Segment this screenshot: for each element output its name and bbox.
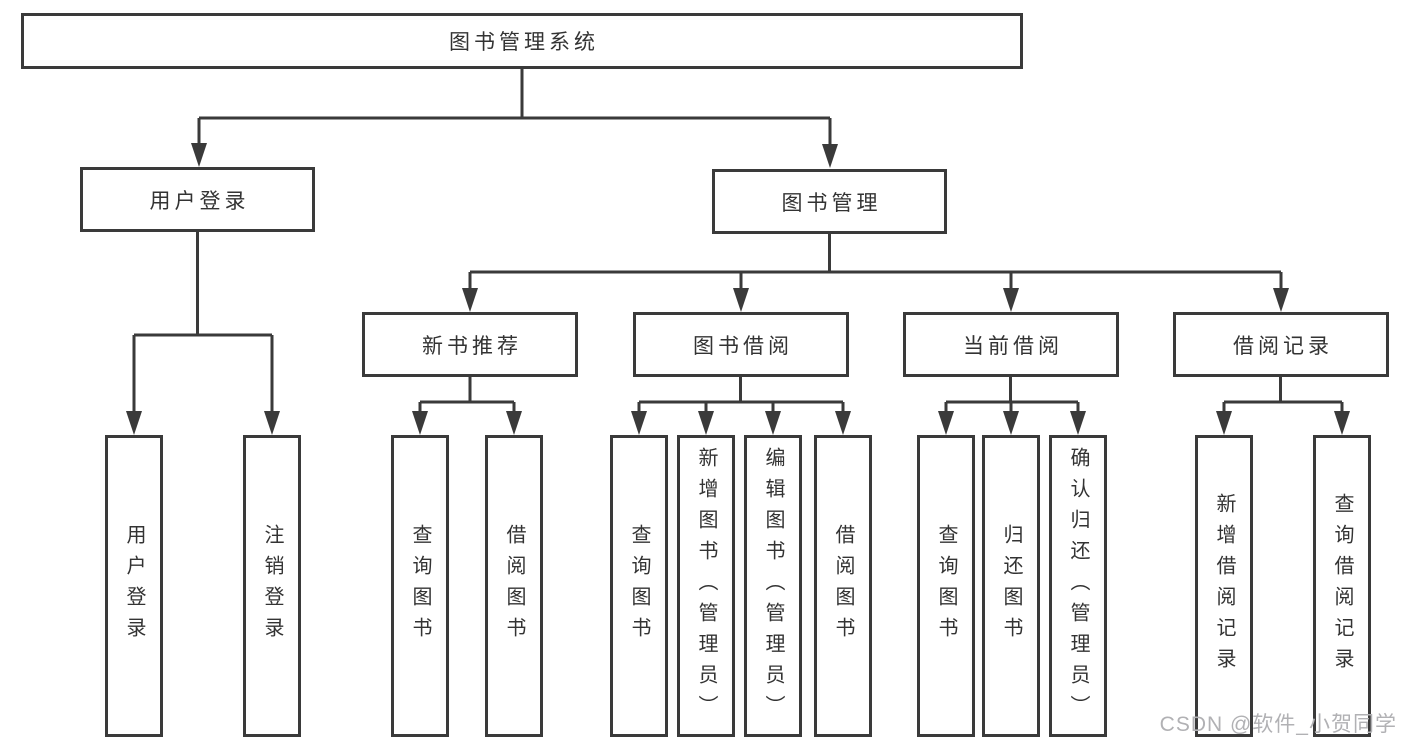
leaf-return-books-label: 归还图书	[1000, 524, 1022, 648]
leaf-borrow-books-2-label: 借阅图书	[832, 524, 854, 648]
leaf-add-books-admin-label: 新增图书（管理员）	[695, 446, 717, 726]
leaf-borrow-books-2: 借阅图书	[814, 435, 872, 737]
leaf-logout-label: 注销登录	[261, 524, 283, 648]
node-book-management: 图书管理	[712, 169, 947, 234]
leaf-edit-books-admin-label: 编辑图书（管理员）	[762, 446, 784, 726]
leaf-borrow-books-1-label: 借阅图书	[503, 524, 525, 648]
leaf-query-books-2-label: 查询图书	[628, 524, 650, 648]
connector-records-to-leaves	[1222, 377, 1344, 418]
leaf-query-books-3: 查询图书	[917, 435, 975, 737]
leaf-logout: 注销登录	[243, 435, 301, 737]
node-user-login: 用户登录	[80, 167, 315, 232]
connector-bookmgmt-to-level3	[468, 234, 1283, 296]
node-current-borrow-label: 当前借阅	[963, 334, 1063, 358]
node-root-system-label: 图书管理系统	[449, 31, 599, 54]
leaf-query-borrow-record-label: 查询借阅记录	[1331, 493, 1353, 679]
node-root-system: 图书管理系统	[21, 13, 1023, 69]
connector-current-to-leaves	[944, 377, 1080, 418]
node-user-login-label: 用户登录	[149, 189, 250, 213]
csdn-watermark: CSDN @软件_小贺同学	[1159, 713, 1397, 736]
leaf-query-books-3-label: 查询图书	[935, 524, 957, 648]
connector-userlogin-to-leaves	[132, 232, 274, 418]
node-new-book-recommend: 新书推荐	[362, 312, 578, 377]
leaf-query-borrow-record: 查询借阅记录	[1313, 435, 1371, 737]
node-current-borrow: 当前借阅	[903, 312, 1119, 377]
leaf-query-books-1-label: 查询图书	[409, 524, 431, 648]
connector-borrow-to-leaves	[637, 377, 845, 418]
leaf-confirm-return-admin: 确认归还（管理员）	[1049, 435, 1107, 737]
leaf-add-books-admin: 新增图书（管理员）	[677, 435, 735, 737]
leaf-user-login: 用户登录	[105, 435, 163, 737]
leaf-query-books-1: 查询图书	[391, 435, 449, 737]
node-borrow-records: 借阅记录	[1173, 312, 1389, 377]
leaf-return-books: 归还图书	[982, 435, 1040, 737]
leaf-query-books-2: 查询图书	[610, 435, 668, 737]
leaf-borrow-books-1: 借阅图书	[485, 435, 543, 737]
node-book-borrow-label: 图书借阅	[693, 334, 793, 358]
leaf-add-borrow-record: 新增借阅记录	[1195, 435, 1253, 737]
leaf-add-borrow-record-label: 新增借阅记录	[1213, 493, 1235, 679]
connector-root-to-level2	[197, 69, 832, 150]
connector-newbook-to-leaves	[418, 377, 516, 418]
leaf-confirm-return-admin-label: 确认归还（管理员）	[1067, 446, 1089, 726]
node-borrow-records-label: 借阅记录	[1233, 334, 1333, 358]
leaf-user-login-label: 用户登录	[123, 524, 145, 648]
node-book-borrow: 图书借阅	[633, 312, 849, 377]
leaf-edit-books-admin: 编辑图书（管理员）	[744, 435, 802, 737]
node-book-management-label: 图书管理	[781, 191, 882, 215]
node-new-book-recommend-label: 新书推荐	[422, 334, 522, 358]
